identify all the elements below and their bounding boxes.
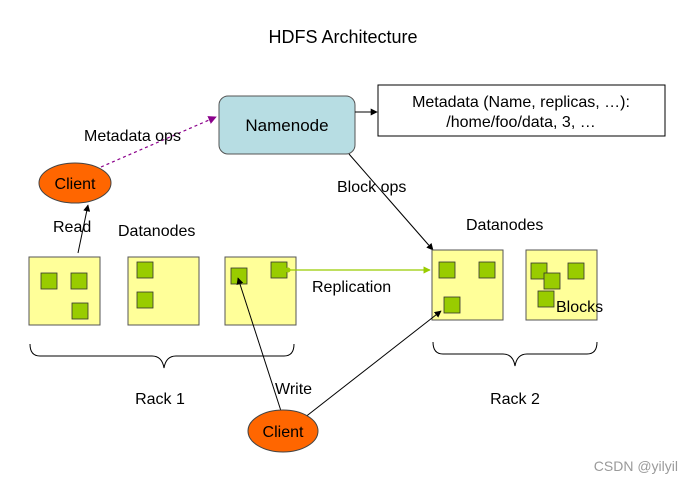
block xyxy=(136,261,154,279)
datanodes-right-label: Datanodes xyxy=(466,217,543,234)
datanode-rack2-1 xyxy=(431,249,504,321)
block xyxy=(543,272,561,290)
block xyxy=(270,261,288,279)
block xyxy=(438,261,456,279)
metadata-box xyxy=(377,84,666,137)
write-label: Write xyxy=(275,381,312,398)
rack1-label: Rack 1 xyxy=(135,391,185,408)
block xyxy=(567,262,585,280)
block-ops-label: Block ops xyxy=(337,179,406,196)
metadata-line-1: Metadata (Name, replicas, …): xyxy=(412,94,630,111)
diagram-title: HDFS Architecture xyxy=(268,27,417,47)
metadata-ops-label: Metadata ops xyxy=(84,128,181,145)
replication-label: Replication xyxy=(312,279,391,296)
rack2-brace xyxy=(432,341,598,367)
client-bottom-label: Client xyxy=(263,424,304,441)
block xyxy=(443,296,461,314)
block-ops-arrow xyxy=(348,153,434,251)
rack2-label: Rack 2 xyxy=(490,391,540,408)
block xyxy=(530,262,548,280)
replication-start-dot xyxy=(285,267,291,273)
block xyxy=(40,272,58,290)
watermark: CSDN @yilyil xyxy=(594,458,678,474)
block xyxy=(537,290,555,308)
namenode-label: Namenode xyxy=(245,116,328,135)
block xyxy=(70,272,88,290)
block xyxy=(71,302,89,320)
metadata-ops-arrow xyxy=(100,116,217,168)
block xyxy=(136,291,154,309)
metadata-line-2: /home/foo/data, 3, … xyxy=(446,114,595,131)
read-arrow xyxy=(77,204,91,254)
read-label: Read xyxy=(53,219,91,236)
datanode-rack1-1 xyxy=(28,256,101,326)
rack1-brace xyxy=(29,343,295,369)
client-top-label: Client xyxy=(55,176,96,193)
write-arrow-rack1 xyxy=(236,277,282,412)
block xyxy=(478,261,496,279)
datanode-rack2-2 xyxy=(525,249,598,321)
namenode-box xyxy=(218,95,356,155)
client-bottom xyxy=(247,409,319,453)
write-arrow-rack2 xyxy=(303,310,442,419)
blocks-label: Blocks xyxy=(556,299,603,316)
client-top xyxy=(38,162,112,204)
datanodes-left-label: Datanodes xyxy=(118,223,195,240)
